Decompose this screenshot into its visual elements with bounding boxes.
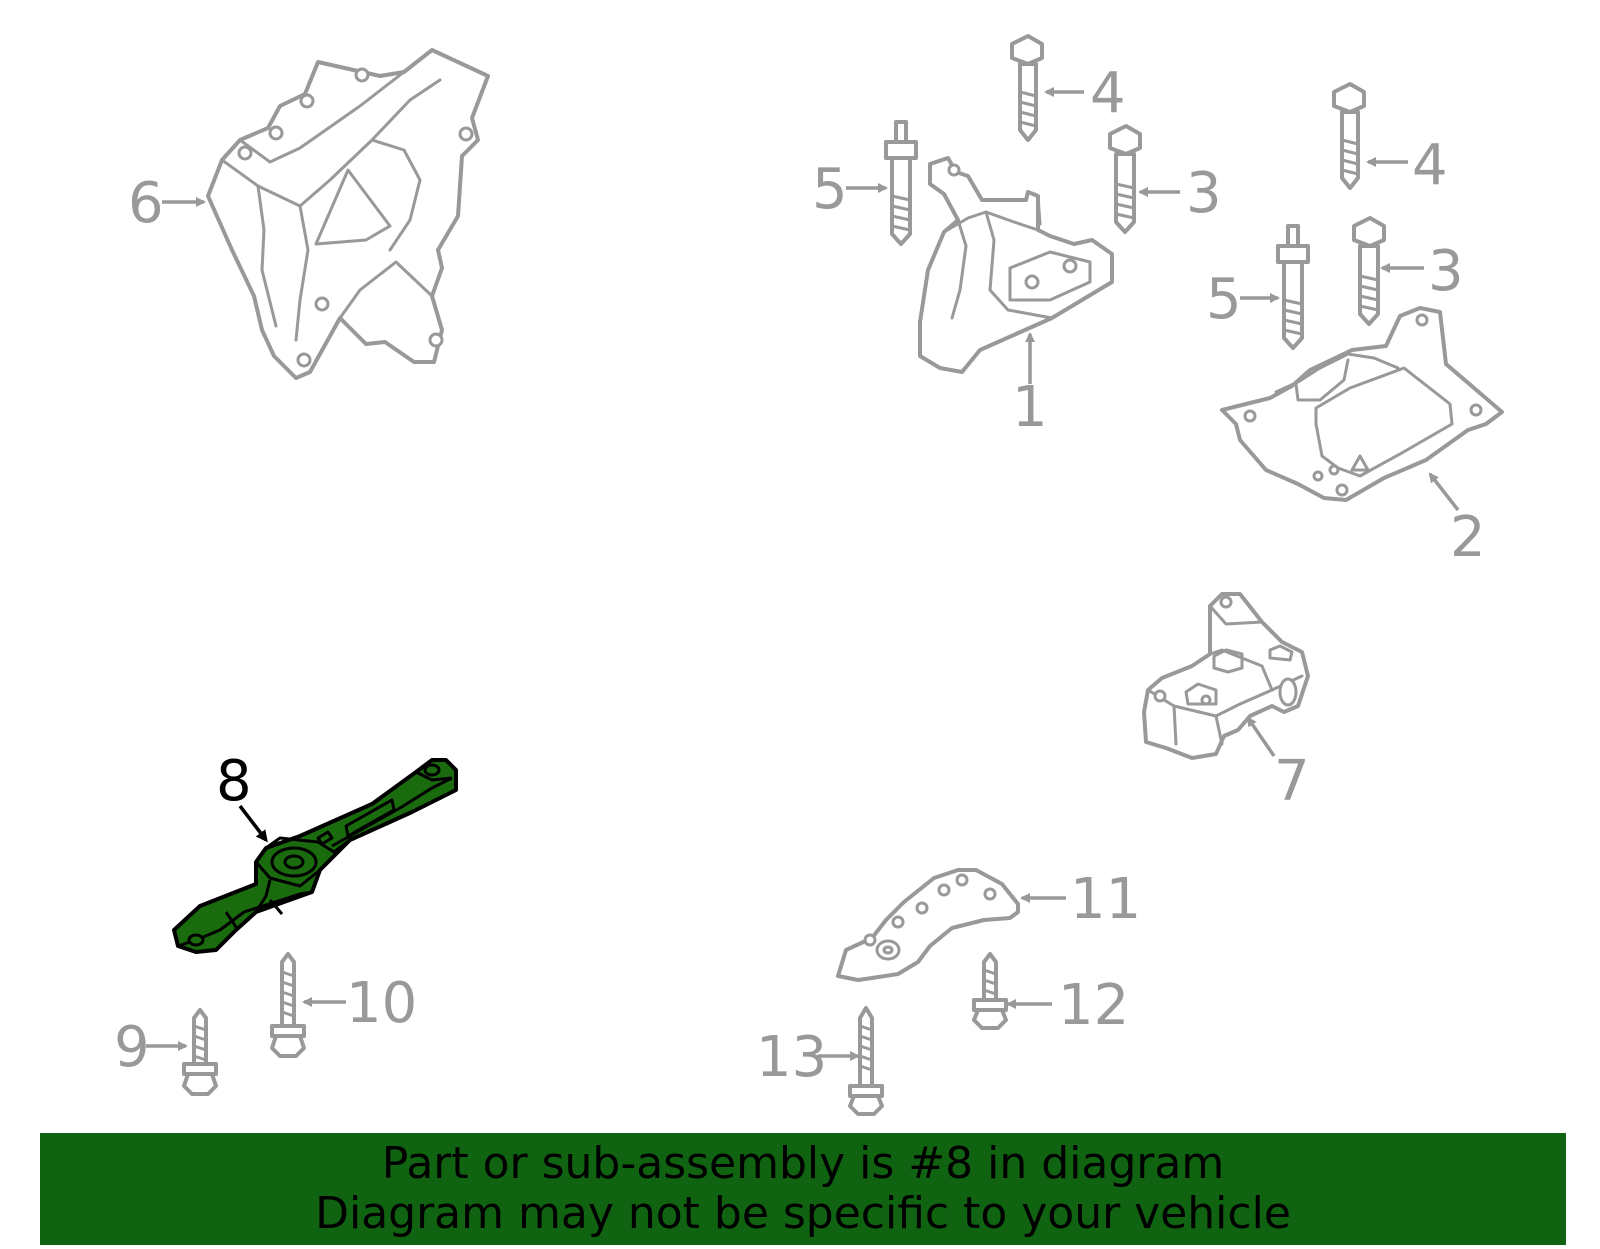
part-8-torque-rod[interactable] [172, 758, 458, 954]
part-5-stud-upper[interactable] [884, 120, 918, 246]
callout-7[interactable]: 7 [1274, 749, 1310, 814]
part-10-bolt[interactable] [270, 952, 306, 1058]
leader-7 [1246, 716, 1276, 757]
part-12-bolt[interactable] [972, 952, 1008, 1030]
callout-11[interactable]: 11 [1070, 867, 1141, 932]
part-1-engine-mount[interactable] [918, 156, 1114, 374]
part-13-bolt[interactable] [848, 1006, 884, 1116]
callout-4a[interactable]: 4 [1090, 61, 1126, 126]
part-4-bolt-right[interactable] [1332, 82, 1366, 190]
callout-13[interactable]: 13 [756, 1025, 827, 1090]
callout-2[interactable]: 2 [1450, 505, 1486, 570]
callout-12[interactable]: 12 [1058, 973, 1129, 1038]
part-4-bolt-upper[interactable] [1010, 34, 1044, 142]
part-9-bolt[interactable] [182, 1008, 218, 1096]
callout-4b[interactable]: 4 [1412, 133, 1448, 198]
callout-10[interactable]: 10 [346, 971, 417, 1036]
callout-5b[interactable]: 5 [1206, 267, 1242, 332]
callout-8[interactable]: 8 [216, 749, 252, 814]
callout-5a[interactable]: 5 [812, 157, 848, 222]
part-5-stud-right[interactable] [1276, 224, 1310, 350]
part-3-bolt-right[interactable] [1352, 216, 1386, 326]
callout-9[interactable]: 9 [114, 1015, 150, 1080]
part-6-bracket[interactable] [206, 48, 490, 380]
part-2-plate[interactable] [1220, 306, 1504, 502]
part-7-bracket[interactable] [1142, 592, 1310, 760]
leader-8 [238, 804, 268, 843]
leader-2 [1428, 472, 1460, 512]
banner-line-1: Part or sub-assembly is #8 in diagram [381, 1138, 1225, 1189]
part-3-bolt-upper[interactable] [1108, 124, 1142, 234]
part-11-bracket[interactable] [836, 868, 1020, 982]
callout-1[interactable]: 1 [1012, 375, 1048, 440]
info-banner: Part or sub-assembly is #8 in diagram Di… [40, 1133, 1566, 1245]
banner-line-2: Diagram may not be specific to your vehi… [315, 1188, 1291, 1239]
callout-3b[interactable]: 3 [1428, 239, 1464, 304]
callout-3a[interactable]: 3 [1186, 161, 1222, 226]
callout-6[interactable]: 6 [128, 171, 164, 236]
